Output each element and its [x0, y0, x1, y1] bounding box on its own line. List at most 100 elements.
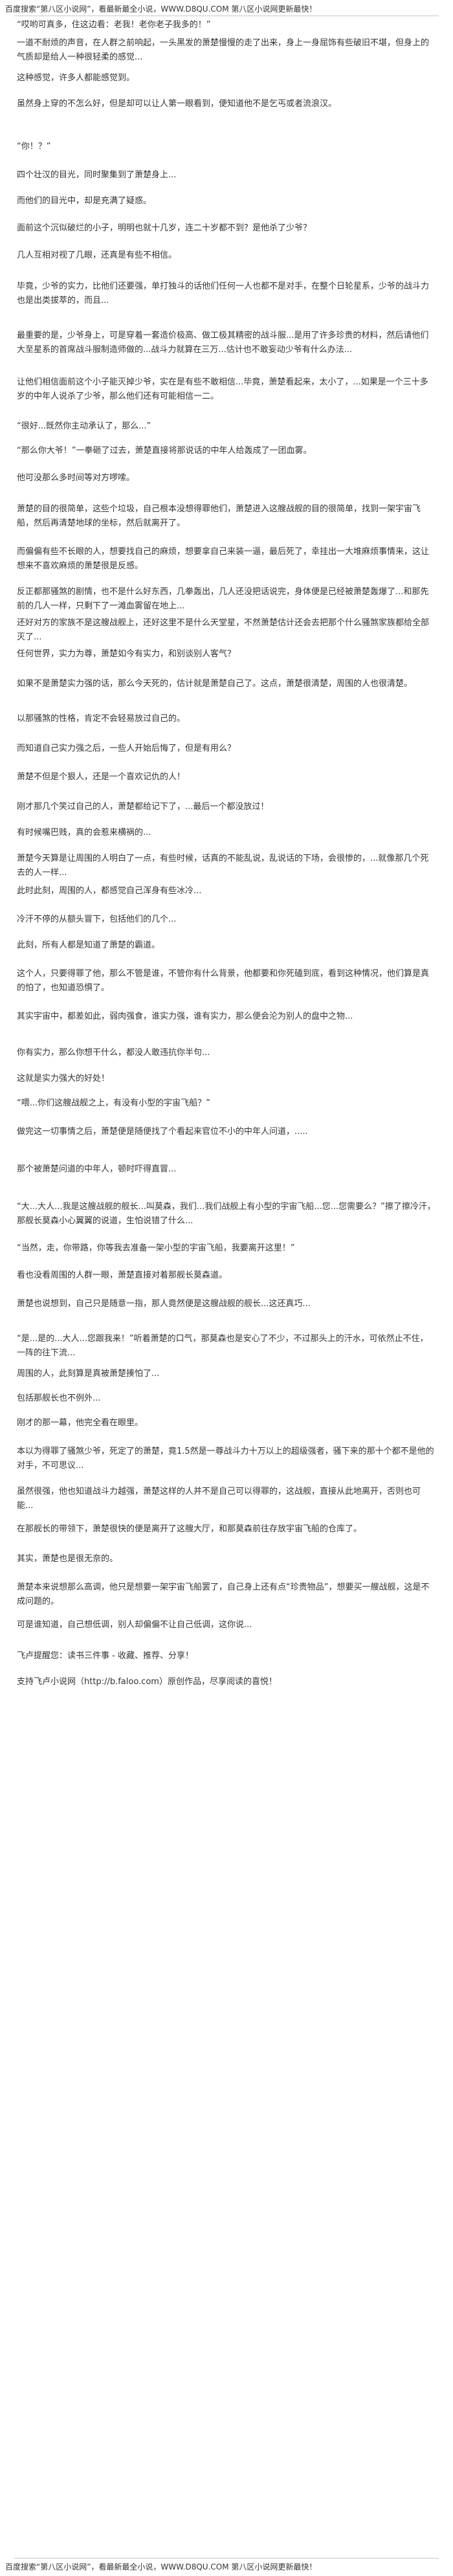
paragraph-text: 做完这一切事情之后，萧楚便是随便找了个看起来官位不小的中年人问道，.....: [17, 1127, 308, 1137]
paragraph: 周围的人，此刻算是真被萧楚揍怕了...: [17, 1367, 436, 1381]
paragraph: 毕竟，少爷的实力，比他们还要强，单打独斗的话他们任何一人也都不是对手，在整个日轮…: [17, 280, 436, 308]
paragraph-text: 其实，萧楚也是很无奈的。: [17, 1554, 118, 1564]
paragraph-text: 他可没那么多时间等对方啰嗦。: [17, 473, 135, 483]
paragraph: 萧楚的目的很简单，这些个垃圾，自己根本没想得罪他们，萧楚进入这艘战舰的目的很简单…: [17, 502, 436, 531]
paragraph-text: “喂...你们这艘战舰之上，有没有小型的宇宙飞船？”: [17, 1098, 210, 1108]
paragraph-text: 包括那舰长也不例外...: [17, 1393, 101, 1403]
paragraph-text: 刚才的那一幕，他完全看在眼里。: [17, 1418, 144, 1428]
paragraph-text: 几人互相对视了几眼，还真是有些不相信。: [17, 250, 177, 260]
paragraph-text: 以那骚煞的性格，肯定不会轻易放过自己的。: [17, 714, 186, 724]
paragraph: 他可没那么多时间等对方啰嗦。: [17, 471, 436, 485]
paragraph-text: 反正都那骚煞的剧情，也不是什么好东西，几拳轰出，几人还没把话说完，身体便是已经被…: [17, 587, 429, 611]
paragraph: 让他们相信面前这个小子能灭掉少爷，实在是有些不敢相信...毕竟，萧楚看起来，太小…: [17, 375, 436, 404]
paragraph: 还好对方的家族不是这艘战舰上，还好这里不是什么天堂星，不然萧楚估计还会去把那个什…: [17, 616, 436, 645]
paragraph: “很好...既然你主动承认了，那么...”: [17, 419, 436, 434]
paragraph: 你有实力，那么你想干什么，都没人敢违抗你半句...: [17, 1046, 436, 1060]
paragraph: 可是谁知道，自己想低调，别人却偏偏不让自己低调，这你说...: [17, 1618, 436, 1632]
paragraph: 任何世界，实力为尊，萧楚如今有实力，和别谈别人客气？: [17, 647, 436, 661]
paragraph-text: 有时候嘴巴贱，真的会惹来横祸的...: [17, 828, 151, 838]
paragraph: 而偏偏有些不长眼的人，想要找自己的麻烦，想要拿自己来装一逼，最后死了，幸挂出一大…: [17, 545, 436, 573]
paragraph-text: 那个被萧楚问道的中年人，顿时吓得直冒...: [17, 1164, 177, 1174]
paragraph: 刚才那几个笑过自己的人，萧楚都给记下了，...最后一个都没放过！: [17, 800, 436, 814]
paragraph-text: 萧楚今天算是让周围的人明白了一点，有些时候，话真的不能乱说，乱说话的下场，会很惨…: [17, 854, 429, 878]
paragraph: 几人互相对视了几眼，还真是有些不相信。: [17, 249, 436, 263]
paragraph-text: 这个人，只要得罪了他，那么不管是谁，不管你有什么背景，他都要和你死磕到底，看到这…: [17, 969, 430, 993]
paragraph-text: 刚才那几个笑过自己的人，萧楚都给记下了，...最后一个都没放过！: [17, 802, 269, 812]
paragraph: 这就是实力强大的好处！: [17, 1072, 436, 1086]
paragraph: 而他们的目光中，却是充满了疑惑。: [17, 194, 436, 208]
paragraph: 萧楚本来说想那么高调，他只是想要一架宇宙飞船罢了，自己身上还有点“珍贵物品”，想…: [17, 1581, 436, 1609]
paragraph-text: “大...大人...我是这艘战舰的舰长...叫莫森，我们...我们战舰上有小型的…: [17, 1202, 436, 1226]
paragraph-text: 其实宇宙中，都差如此，弱肉强食，谁实力强，谁有实力，那么便会沦为别人的盘中之物.…: [17, 1012, 353, 1021]
paragraph-text: 毕竟，少爷的实力，比他们还要强，单打独斗的话他们任何一人也都不是对手，在整个日轮…: [17, 282, 430, 305]
paragraph-text: 而偏偏有些不长眼的人，想要找自己的麻烦，想要拿自己来装一逼，最后死了，幸挂出一大…: [17, 547, 430, 571]
paragraph: 看也没看周围的人群一眼，萧楚直接对着那舰长莫森道。: [17, 1269, 436, 1283]
paragraph: 而知道自己实力强之后，一些人开始后悔了，但是有用么？: [17, 742, 436, 756]
paragraph-text: 这就是实力强大的好处！: [17, 1074, 110, 1083]
paragraph: 反正都那骚煞的剧情，也不是什么好东西，几拳轰出，几人还没把话说完，身体便是已经被…: [17, 585, 436, 614]
paragraph: 这个人，只要得罪了他，那么不管是谁，不管你有什么背景，他都要和你死磕到底，看到这…: [17, 967, 436, 995]
paragraph: 虽然身上穿的不怎么好，但是却可以让人第一眼看到，便知道他不是乞丐或者流浪汉。: [17, 97, 436, 111]
paragraph-text: 飞卢提醒您：读书三件事 - 收藏、推荐、分享！: [17, 1651, 193, 1661]
paragraph-text: “你！？”: [17, 142, 51, 151]
paragraph: 萧楚今天算是让周围的人明白了一点，有些时候，话真的不能乱说，乱说话的下场，会很惨…: [17, 852, 436, 880]
paragraph-text: 本以为得罪了骚煞少爷，死定了的萧楚，竟1.5然是一尊战斗力十万以上的超级强者，骚…: [17, 1447, 434, 1471]
paragraph: 虽然很强，他也知道战斗力越强，萧楚这样的人并不是自己可以得罪的，这战舰，直接从此…: [17, 1485, 436, 1513]
paragraph-text: 可是谁知道，自己想低调，别人却偏偏不让自己低调，这你说...: [17, 1620, 252, 1630]
paragraph: 此时此刻，周围的人，都感觉自己浑身有些冰冷...: [17, 884, 436, 898]
paragraph: “是...是的...大人...您跟我来！”听着萧楚的口气，那莫森也是安心了不少，…: [17, 1332, 436, 1360]
paragraph: 四个壮汉的目光，同时聚集到了萧楚身上...: [17, 168, 436, 183]
paragraph-text: 萧楚的目的很简单，这些个垃圾，自己根本没想得罪他们，萧楚进入这艘战舰的目的很简单…: [17, 504, 421, 528]
paragraph-text: 萧楚也说想到，自己只是随意一指，那人竟然便是这艘战舰的舰长...这还真巧...: [17, 1299, 311, 1309]
paragraph-text: “是...是的...大人...您跟我来！”听着萧楚的口气，那莫森也是安心了不少，…: [17, 1334, 428, 1358]
paragraph: 这种感觉，许多人都能感觉到。: [17, 71, 436, 85]
paragraph-text: 冷汗不停的从额头冒下，包括他们的几个...: [17, 915, 177, 924]
paragraph: “大...大人...我是这艘战舰的舰长...叫莫森，我们...我们战舰上有小型的…: [17, 1200, 436, 1228]
paragraph: 在那舰长的带领下，萧楚很快的便是离开了这艘大厅，和那莫森前往存放宇宙飞船的仓库了…: [17, 1522, 436, 1537]
paragraph: 支持飞卢小说网（http://b.faloo.com）原创作品，尽享阅读的喜悦！: [17, 1675, 436, 1689]
paragraph-text: 还好对方的家族不是这艘战舰上，还好这里不是什么天堂星，不然萧楚估计还会去把那个什…: [17, 618, 430, 642]
paragraph-text: 让他们相信面前这个小子能灭掉少爷，实在是有些不敢相信...毕竟，萧楚看起来，太小…: [17, 377, 428, 401]
paragraph: “你！？”: [17, 140, 436, 154]
paragraph-text: “当然，走，你带路，你等我去准备一架小型的宇宙飞船，我要离开这里！”: [17, 1243, 295, 1253]
paragraph-text: 虽然身上穿的不怎么好，但是却可以让人第一眼看到，便知道他不是乞丐或者流浪汉。: [17, 99, 337, 109]
bottom-banner-text: 百度搜索“第八区小说网”，看最新最全小说，WWW.D8QU.COM 第八区小说网…: [5, 2562, 317, 2571]
paragraph: “喂...你们这艘战舰之上，有没有小型的宇宙飞船？”: [17, 1096, 436, 1111]
paragraph-text: 如果不是萧楚实力强的话，那么今天死的，估计就是萧楚自己了。这点，萧楚很清楚，周围…: [17, 679, 413, 689]
paragraph-text: 你有实力，那么你想干什么，都没人敢违抗你半句...: [17, 1048, 210, 1058]
paragraph-text: 任何世界，实力为尊，萧楚如今有实力，和别谈别人客气？: [17, 649, 236, 659]
paragraph: 有时候嘴巴贱，真的会惹来横祸的...: [17, 826, 436, 840]
paragraph-text: 在那舰长的带领下，萧楚很快的便是离开了这艘大厅，和那莫森前往存放宇宙飞船的仓库了…: [17, 1524, 362, 1534]
paragraph-text: 这种感觉，许多人都能感觉到。: [17, 73, 135, 83]
paragraph-text: 四个壮汉的目光，同时聚集到了萧楚身上...: [17, 170, 177, 180]
paragraph-text: 萧楚本来说想那么高调，他只是想要一架宇宙飞船罢了，自己身上还有点“珍贵物品”，想…: [17, 1582, 430, 1606]
paragraph-text: “哎哟可真多，住这边看：老我！老你老子我多的！”: [17, 20, 211, 30]
paragraph-text: 虽然很强，他也知道战斗力越强，萧楚这样的人并不是自己可以得罪的，这战舰，直接从此…: [17, 1487, 421, 1511]
paragraph: “哎哟可真多，住这边看：老我！老你老子我多的！”: [17, 18, 436, 32]
paragraph: 那个被萧楚问道的中年人，顿时吓得直冒...: [17, 1162, 436, 1177]
paragraph-text: 看也没看周围的人群一眼，萧楚直接对着那舰长莫森道。: [17, 1271, 228, 1280]
paragraph: 此刻，所有人都是知道了萧楚的霸道。: [17, 938, 436, 953]
paragraph: “当然，走，你带路，你等我去准备一架小型的宇宙飞船，我要离开这里！”: [17, 1241, 436, 1256]
paragraph: 飞卢提醒您：读书三件事 - 收藏、推荐、分享！: [17, 1649, 436, 1663]
paragraph: 如果不是萧楚实力强的话，那么今天死的，估计就是萧楚自己了。这点，萧楚很清楚，周围…: [17, 677, 436, 691]
paragraph-text: 支持飞卢小说网（http://b.faloo.com）原创作品，尽享阅读的喜悦！: [17, 1677, 277, 1687]
paragraph: 萧楚也说想到，自己只是随意一指，那人竟然便是这艘战舰的舰长...这还真巧...: [17, 1297, 436, 1311]
paragraph-text: “很好...既然你主动承认了，那么...”: [17, 421, 151, 431]
paragraph-text: 面前这个沉似破烂的小子，明明也就十几岁，连二十岁都不到？是他杀了少爷？: [17, 223, 312, 233]
paragraph-text: 最重要的是，少爷身上，可是穿着一套造价极高、做工极其精密的战斗服...是用了许多…: [17, 331, 429, 355]
bottom-divider: [14, 2558, 439, 2559]
paragraph-text: 一道不耐烦的声音，在人群之前响起，一头黑发的萧楚慢慢的走了出来，身上一身屈饰有些…: [17, 38, 430, 62]
paragraph-text: 而知道自己实力强之后，一些人开始后悔了，但是有用么？: [17, 744, 236, 753]
top-banner-text: 百度搜索“第八区小说网”，看最新最全小说，WWW.D8QU.COM 第八区小说网…: [5, 5, 317, 14]
paragraph: 做完这一切事情之后，萧楚便是随便找了个看起来官位不小的中年人问道，.....: [17, 1125, 436, 1139]
paragraph-text: 此刻，所有人都是知道了萧楚的霸道。: [17, 940, 160, 950]
paragraph: 一道不耐烦的声音，在人群之前响起，一头黑发的萧楚慢慢的走了出来，身上一身屈饰有些…: [17, 36, 436, 65]
paragraph: 其实，萧楚也是很无奈的。: [17, 1552, 436, 1566]
paragraph-text: 此时此刻，周围的人，都感觉自己浑身有些冰冷...: [17, 886, 202, 896]
paragraph: 冷汗不停的从额头冒下，包括他们的几个...: [17, 913, 436, 927]
paragraph-text: 萧楚不但是个狠人，还是一个喜欢记仇的人！: [17, 772, 186, 782]
paragraph-text: 周围的人，此刻算是真被萧楚揍怕了...: [17, 1369, 160, 1379]
paragraph: 包括那舰长也不例外...: [17, 1392, 436, 1406]
paragraph: “那么你大爷！”一拳砸了过去，萧楚直接将那说话的中年人给轰成了一团血雾。: [17, 444, 436, 458]
